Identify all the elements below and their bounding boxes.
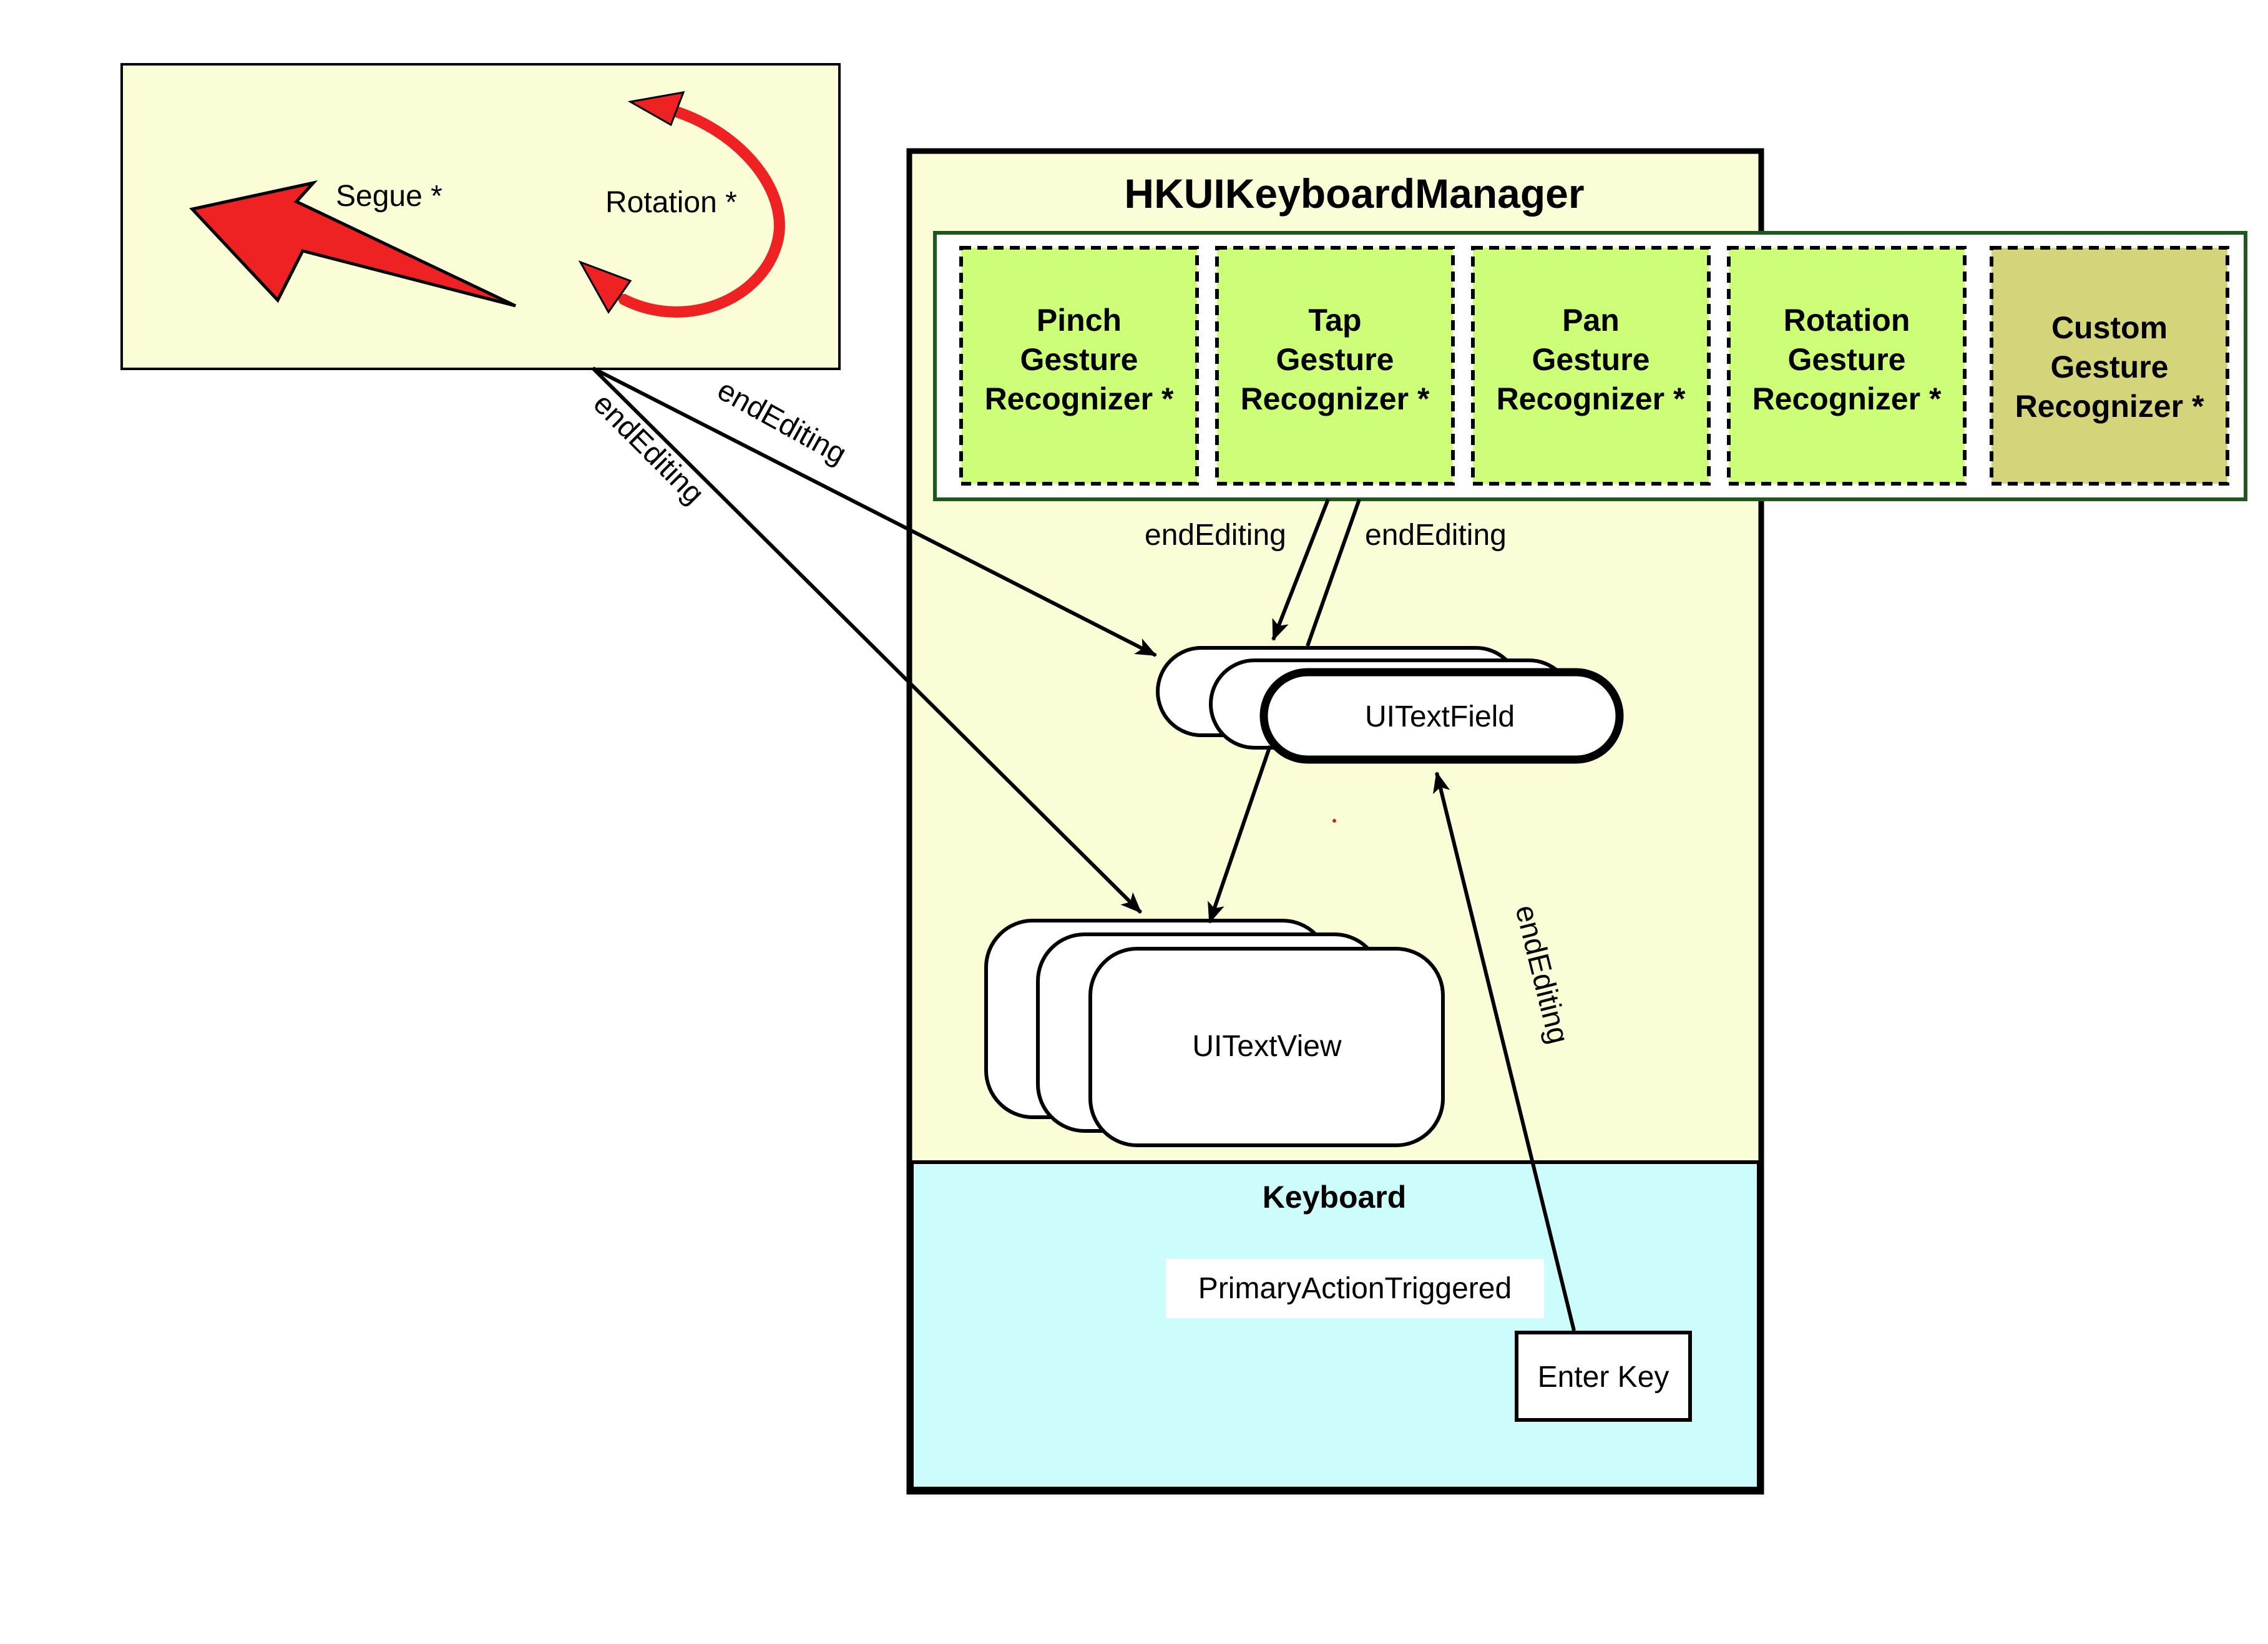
text-field[interactable] [1259, 668, 1624, 764]
text-field-label: UITextField [1365, 700, 1515, 733]
gesture-label-line3: Recognizer * [1497, 381, 1686, 416]
gesture-label-line3: Recognizer * [1241, 381, 1430, 416]
gesture-rotation: Rotation Gesture Recognizer * [1727, 246, 1967, 486]
gesture-label-line2: Gesture [1020, 342, 1138, 377]
edge-label-end-editing: endEditing [587, 387, 710, 511]
end-editing-arrow-3 [1271, 498, 1330, 641]
text-view-label: UITextView [1192, 1030, 1342, 1063]
edge-label-end-editing: endEditing [1365, 519, 1507, 552]
gesture-label-line3: Recognizer * [985, 381, 1174, 416]
gesture-pan: Pan Gesture Recognizer * [1471, 246, 1711, 486]
enter-key[interactable] [1515, 1331, 1692, 1422]
gesture-label-line3: Recognizer * [2015, 389, 2204, 424]
gesture-pinch: Pinch Gesture Recognizer * [959, 246, 1199, 486]
page-title: HKUIKeyboardManager [1124, 170, 1584, 217]
gesture-label-line2: Gesture [1532, 342, 1650, 377]
enter-key-label: Enter Key [1538, 1361, 1669, 1394]
keyboard-title: Keyboard [1263, 1180, 1407, 1215]
gesture-label-line3: Recognizer * [1752, 381, 1942, 416]
gesture-tap: Tap Gesture Recognizer * [1215, 246, 1455, 486]
gesture-custom: Custom Gesture Recognizer * [1990, 246, 2229, 486]
primary-action-box [1166, 1259, 1544, 1318]
rotation-arrow-icon [578, 91, 785, 318]
red-dot [1332, 819, 1336, 823]
text-field-to-view-arrow [1208, 745, 1272, 924]
edge-label-end-editing: endEditing [712, 373, 852, 471]
rotation-label: Rotation * [605, 186, 737, 219]
end-editing-arrow-5 [1433, 771, 1576, 1331]
end-editing-arrow-1 [592, 366, 1157, 657]
gesture-label-line2: Gesture [2051, 350, 2169, 384]
gesture-label-line2: Gesture [1276, 342, 1394, 377]
connectors [591, 366, 1576, 1331]
edge-label-end-editing: endEditing [1145, 519, 1286, 552]
text-field-stack: UITextField [1156, 646, 1624, 764]
segue-label: Segue * [336, 180, 442, 213]
gesture-label-line1: Rotation [1784, 303, 1910, 338]
gesture-label-line1: Custom [2051, 310, 2168, 345]
end-editing-arrow-2 [591, 366, 1143, 914]
gesture-label-line2: Gesture [1788, 342, 1906, 377]
transition-box: Segue * Rotation * [120, 63, 841, 370]
gesture-recognizer-group: Pinch Gesture Recognizer * Tap Gesture R… [933, 231, 2247, 501]
gesture-label-line1: Pinch [1037, 303, 1122, 338]
text-view-stack: UITextView [984, 919, 1445, 1147]
gesture-label-line1: Tap [1308, 303, 1361, 338]
segue-arrow-icon [189, 180, 517, 308]
primary-action-label: PrimaryActionTriggered [1198, 1272, 1512, 1305]
text-view[interactable] [1088, 947, 1445, 1147]
gesture-label-line1: Pan [1562, 303, 1620, 338]
end-editing-line-4 [1306, 499, 1361, 647]
keyboard-section: Keyboard PrimaryActionTriggered Enter Ke… [906, 148, 1764, 1495]
